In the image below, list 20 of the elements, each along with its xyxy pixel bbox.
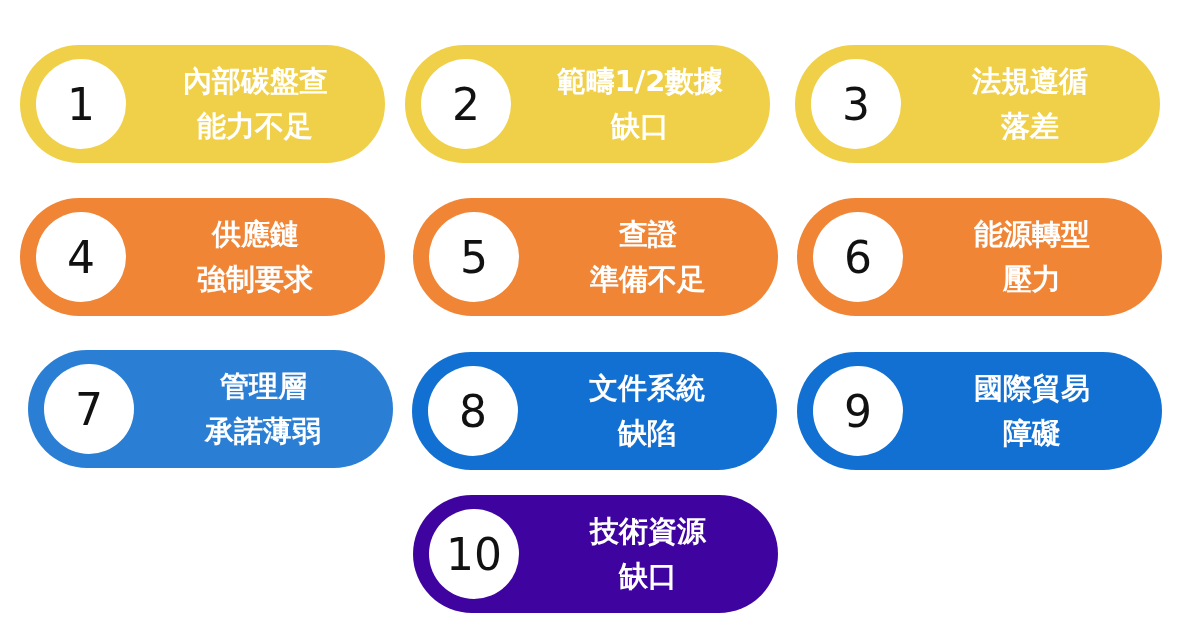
pill-label: 文件系統缺陷 xyxy=(589,370,705,452)
pill-label: 技術資源缺口 xyxy=(590,513,706,595)
number-circle: 3 xyxy=(811,59,901,149)
pill-label: 能源轉型壓力 xyxy=(974,216,1090,298)
number-circle: 7 xyxy=(44,364,134,454)
pill-label: 範疇1/2數據缺口 xyxy=(556,63,724,145)
number-circle: 6 xyxy=(813,212,903,302)
pill-label: 供應鏈強制要求 xyxy=(197,216,313,298)
number-circle: 5 xyxy=(429,212,519,302)
pill-label: 法規遵循落差 xyxy=(972,63,1088,145)
number-circle: 1 xyxy=(36,59,126,149)
number-circle: 10 xyxy=(429,509,519,599)
number-circle: 9 xyxy=(813,366,903,456)
pill-label: 內部碳盤查能力不足 xyxy=(182,63,328,145)
pill-label: 管理層承諾薄弱 xyxy=(205,368,321,450)
number-circle: 4 xyxy=(36,212,126,302)
number-circle: 2 xyxy=(421,59,511,149)
pill-label: 國際貿易障礙 xyxy=(974,370,1090,452)
pill-label: 查證準備不足 xyxy=(590,216,706,298)
number-circle: 8 xyxy=(428,366,518,456)
